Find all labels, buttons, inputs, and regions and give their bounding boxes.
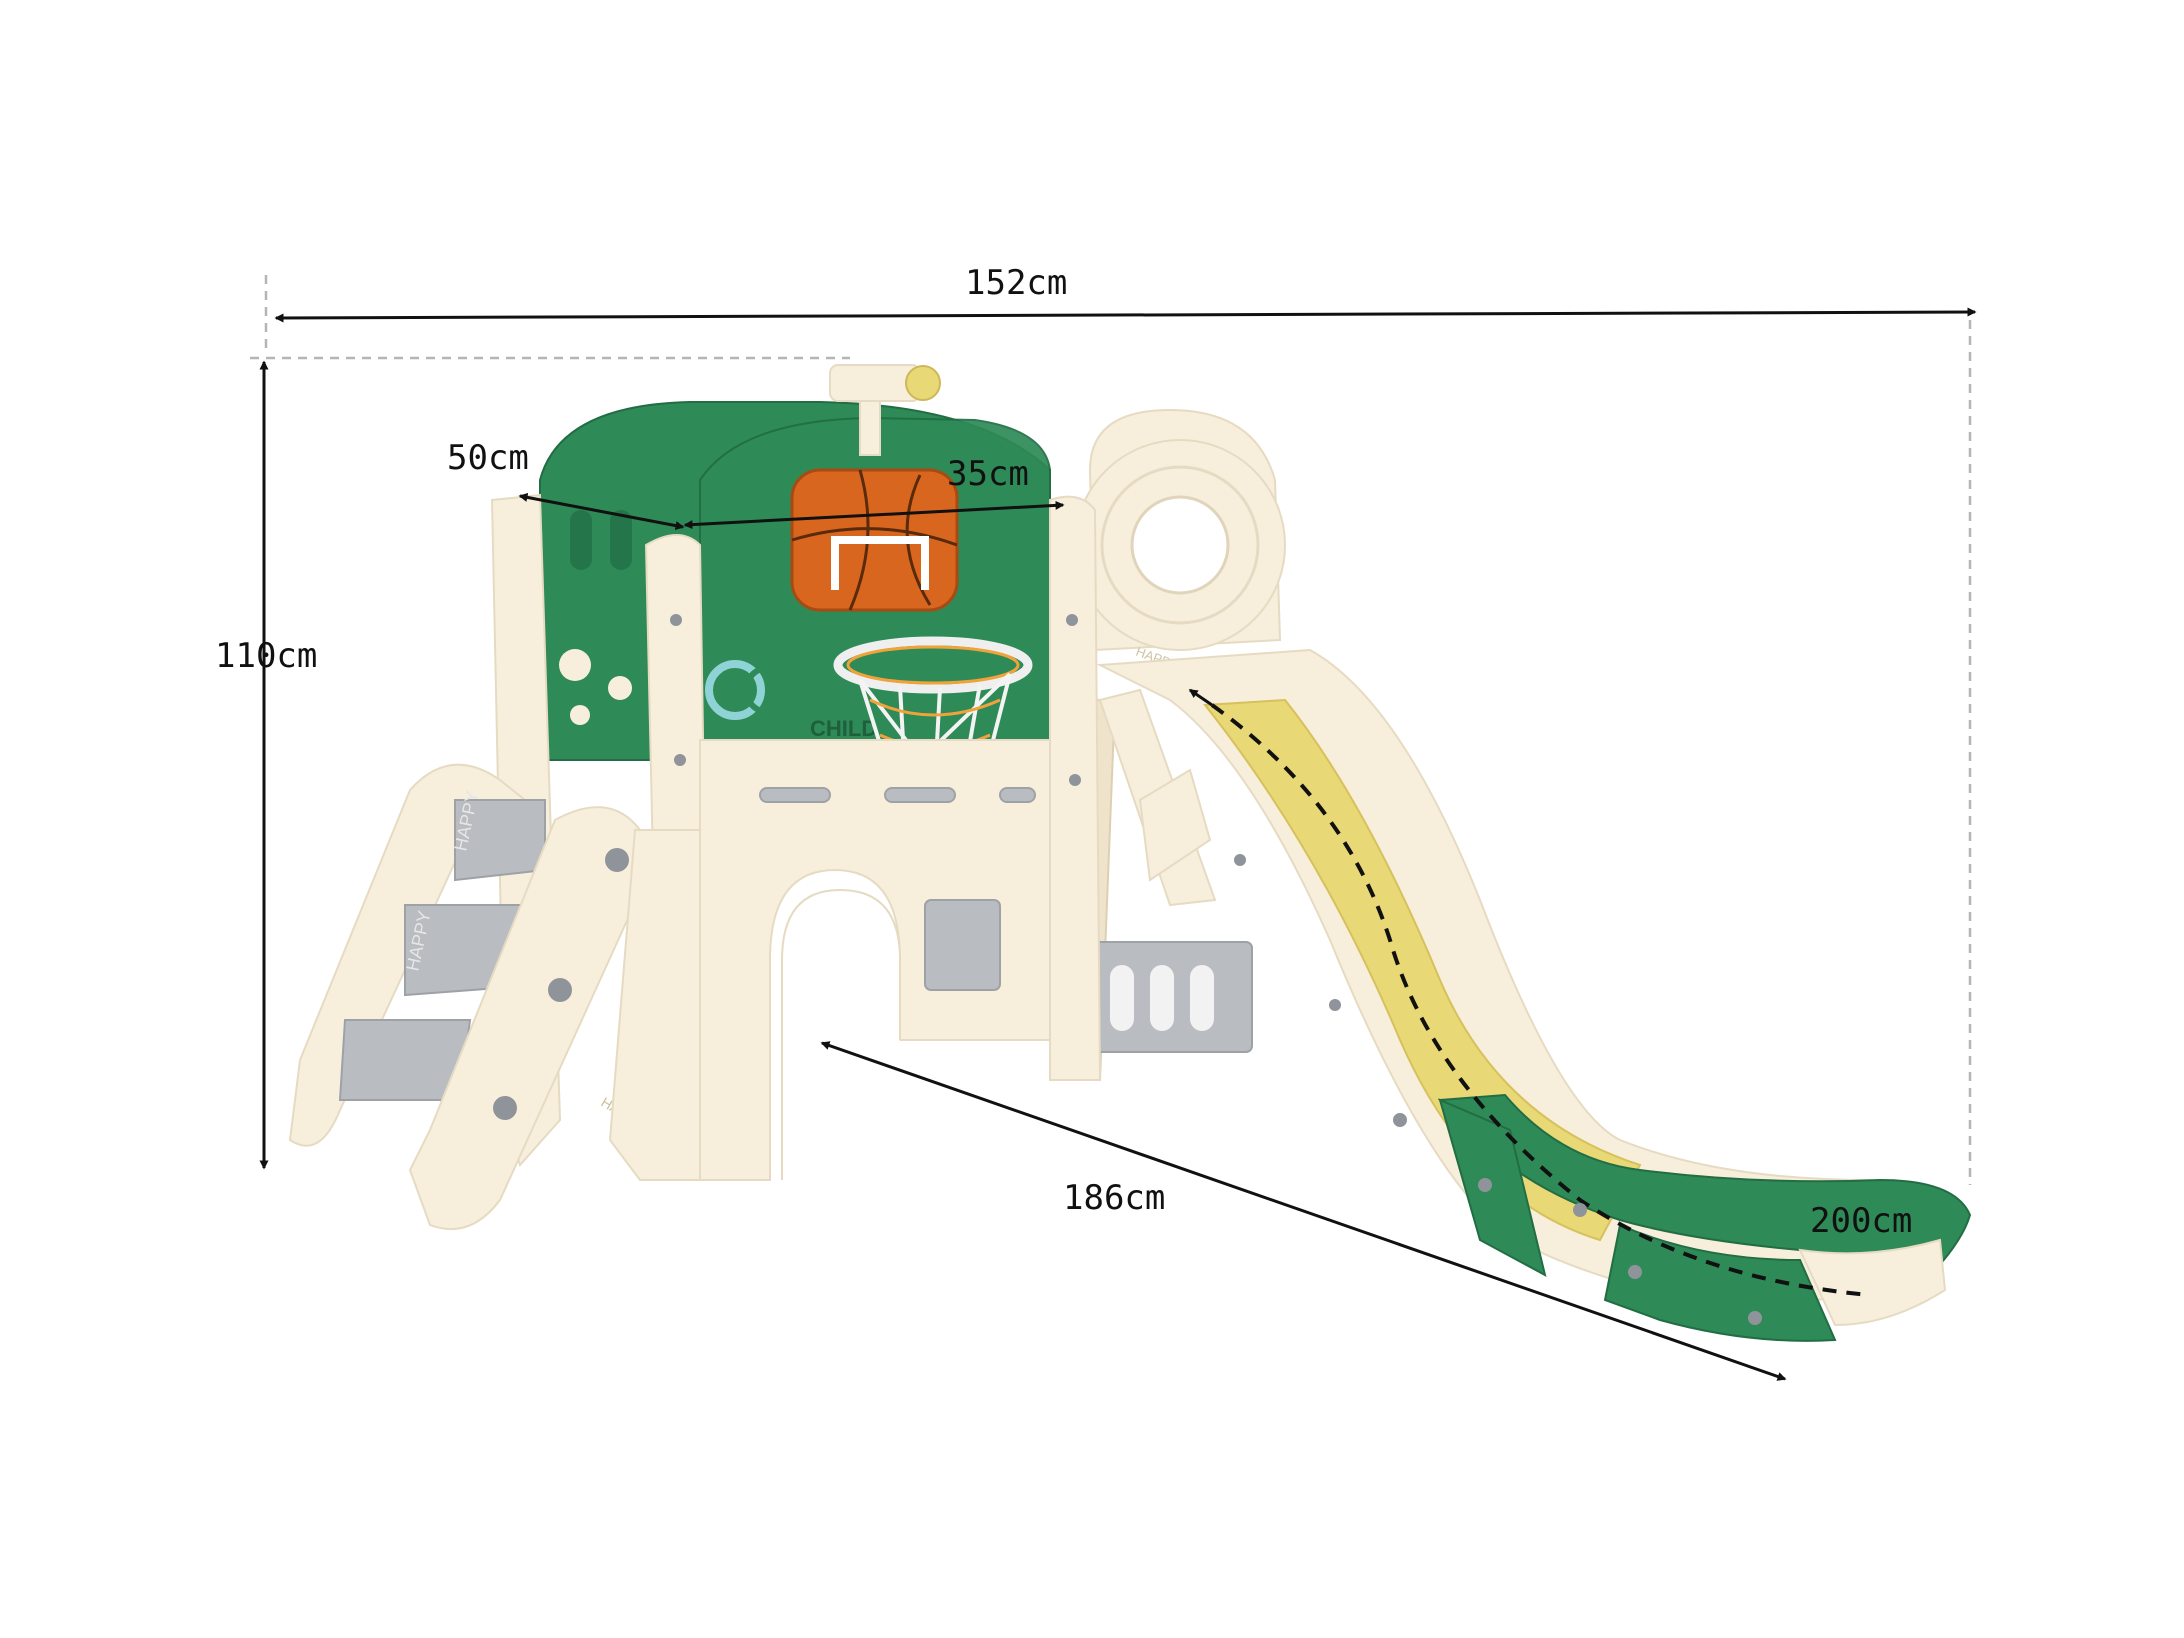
overall-width-label: 152cm — [965, 263, 1067, 303]
height-label: 110cm — [215, 636, 317, 676]
grey-panel-right — [1081, 941, 1253, 1053]
basketball-backboard — [790, 468, 959, 612]
dimension-guides — [250, 275, 1972, 1185]
panel-brand-text: CHILD — [810, 716, 877, 741]
dimension-labels: 152cm 110cm 50cm 35cm 186cm 200cm — [215, 263, 1912, 1241]
dimension-lines — [259, 307, 1977, 1381]
stairs: HAPPY HAPPY — [288, 763, 701, 1231]
slide-start-marker — [1188, 688, 1213, 707]
base-length-line — [820, 1041, 1787, 1381]
steering-wheel-tower: HAPPY CHILD — [1074, 408, 1286, 687]
platform-width-label: 35cm — [947, 454, 1029, 494]
platform-depth-line — [518, 492, 685, 531]
slide-length-label: 200cm — [1810, 1201, 1912, 1241]
overall-width-line — [274, 307, 1977, 323]
base-length-label: 186cm — [1063, 1178, 1165, 1218]
platform-depth-label: 50cm — [447, 438, 529, 478]
telescope — [829, 364, 941, 456]
platform-width-line — [683, 500, 1065, 530]
